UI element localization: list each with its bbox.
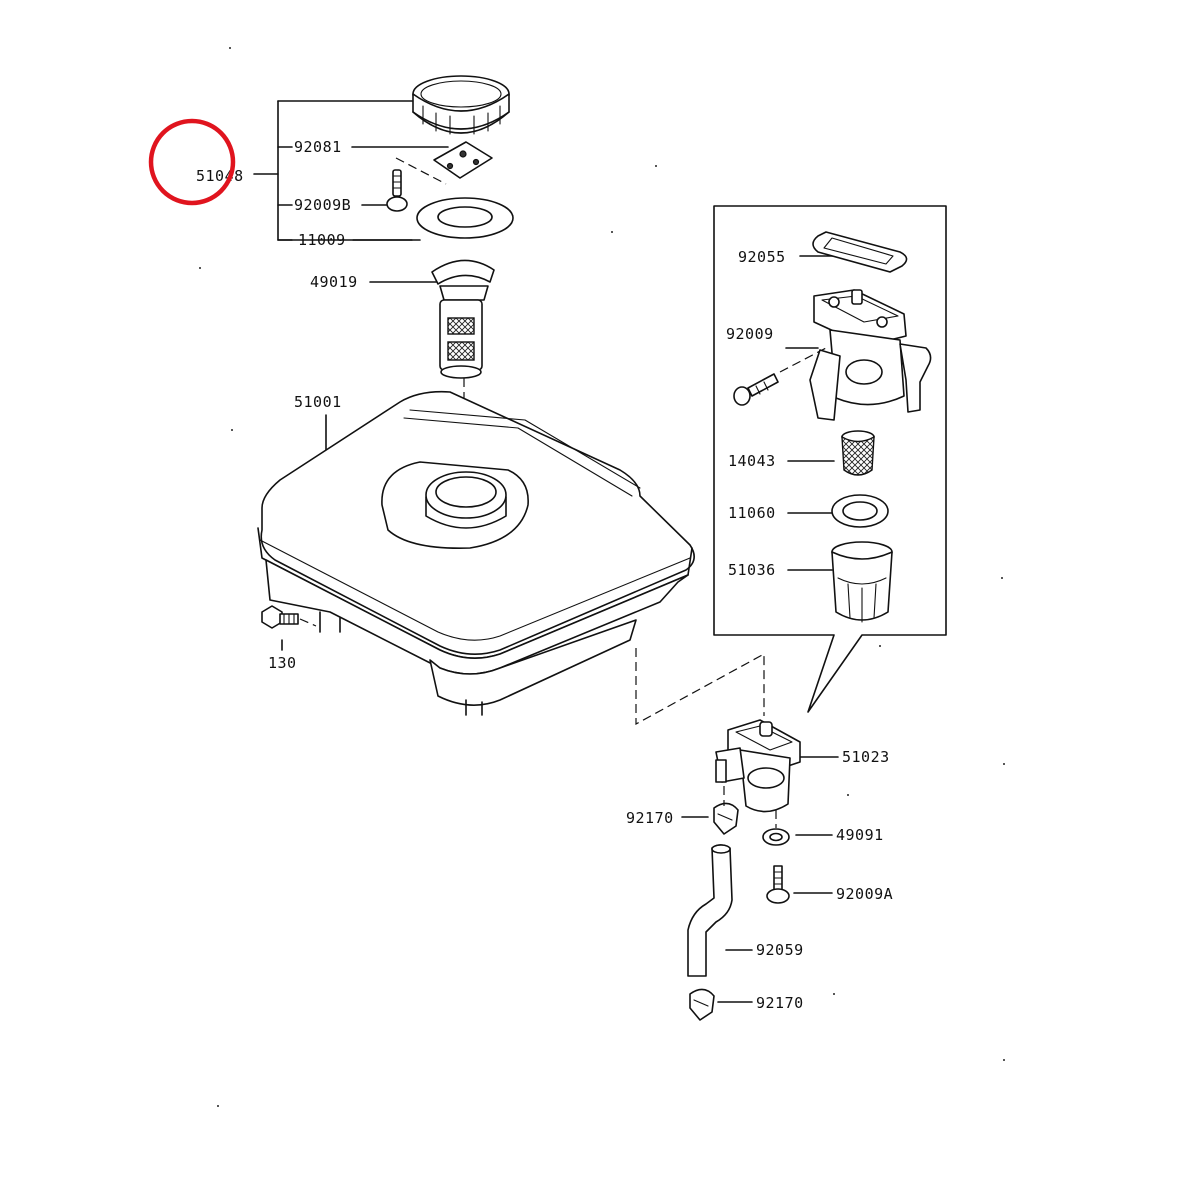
label-11060: 11060 bbox=[728, 504, 776, 522]
label-92009: 92009 bbox=[726, 325, 774, 343]
fuel-valve-51023 bbox=[715, 719, 839, 813]
sediment-cup-51036 bbox=[787, 541, 893, 623]
cap-assembly-bracket bbox=[253, 100, 413, 241]
label-92009b: 92009B bbox=[294, 196, 351, 214]
hose-clamp-92170-lower bbox=[689, 988, 753, 1021]
label-51001: 51001 bbox=[294, 393, 342, 411]
fuel-hose-92059 bbox=[687, 844, 753, 977]
fuel-cap-ring bbox=[412, 75, 510, 135]
scan-specks bbox=[199, 47, 1005, 1107]
bolt-130 bbox=[261, 605, 317, 651]
part-labels: 51048 92081 92009B 11009 49019 51001 130… bbox=[196, 138, 893, 1012]
label-92009a: 92009A bbox=[836, 885, 893, 903]
washer-49091 bbox=[762, 810, 833, 846]
label-14043: 14043 bbox=[728, 452, 776, 470]
label-130: 130 bbox=[268, 654, 297, 672]
strainer-49019 bbox=[369, 259, 495, 470]
label-92059: 92059 bbox=[756, 941, 804, 959]
gasket-11009 bbox=[352, 197, 514, 241]
valve-screw-92009 bbox=[733, 347, 827, 406]
highlight-circle bbox=[148, 118, 236, 206]
label-49091: 49091 bbox=[836, 826, 884, 844]
filter-screen-14043 bbox=[787, 430, 875, 476]
o-ring-11060 bbox=[787, 494, 889, 528]
screw-92009b bbox=[361, 169, 408, 212]
fuel-valve-body bbox=[809, 289, 932, 421]
label-92055: 92055 bbox=[738, 248, 786, 266]
fuel-tank-51001 bbox=[257, 390, 695, 716]
label-51048: 51048 bbox=[196, 167, 244, 185]
hose-clamp-92170-upper bbox=[681, 786, 739, 835]
tank-to-valve-dashed-link bbox=[635, 648, 765, 726]
label-51036: 51036 bbox=[728, 561, 776, 579]
label-11009: 11009 bbox=[298, 231, 346, 249]
label-92170-lower: 92170 bbox=[756, 994, 804, 1012]
valve-gasket-92055 bbox=[799, 231, 908, 273]
screw-92009a bbox=[766, 865, 833, 904]
label-51023: 51023 bbox=[842, 748, 890, 766]
label-49019: 49019 bbox=[310, 273, 358, 291]
label-92081: 92081 bbox=[294, 138, 342, 156]
label-92170-upper: 92170 bbox=[626, 809, 674, 827]
cap-plate-92081 bbox=[351, 141, 493, 185]
fuel-valve-detail-box bbox=[713, 205, 947, 713]
